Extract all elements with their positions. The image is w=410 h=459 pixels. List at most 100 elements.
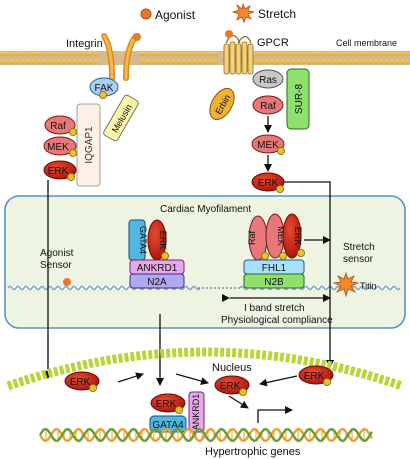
- membrane-lipid: [181, 51, 187, 57]
- membrane-lipid: [212, 51, 218, 57]
- membrane-lipid: [191, 51, 197, 57]
- membrane-lipid: [35, 59, 41, 65]
- membrane-lipid: [82, 51, 88, 57]
- erk-label: ERK: [48, 166, 69, 177]
- membrane-lipid: [150, 51, 156, 57]
- membrane-lipid: [264, 59, 270, 65]
- membrane-lipid: [337, 51, 343, 57]
- membrane-lipid: [259, 51, 265, 57]
- n2b-region: [243, 273, 305, 289]
- membrane-lipid: [41, 59, 47, 65]
- membrane-lipid: [77, 51, 83, 57]
- membrane-lipid: [342, 59, 348, 65]
- membrane-lipid: [191, 59, 197, 65]
- membrane-lipid: [285, 59, 291, 65]
- membrane-lipid: [56, 59, 62, 65]
- mek-label: MEK: [276, 226, 286, 246]
- gata4-label: GATA4: [138, 226, 148, 254]
- gpcr-receptor-icon: [223, 30, 254, 75]
- stretch-starburst-icon: [231, 2, 255, 24]
- membrane-lipid: [30, 51, 36, 57]
- membrane-lipid: [197, 59, 203, 65]
- membrane-lipid: [41, 51, 47, 57]
- cardiac-myofilament-label: Cardiac Myofilament: [160, 204, 251, 215]
- agonist-icon: [133, 33, 141, 41]
- agonist-sensor-label-1: Agonist: [40, 248, 74, 259]
- membrane-lipid: [15, 59, 21, 65]
- phospho-icon: [275, 184, 284, 193]
- membrane-lipid: [77, 59, 83, 65]
- phospho-icon: [99, 91, 108, 100]
- membrane-lipid: [171, 51, 177, 57]
- phospho-icon: [69, 148, 78, 157]
- cell-membrane: Cell membrane: [0, 38, 410, 65]
- membrane-lipid: [353, 51, 359, 57]
- membrane-lipid: [295, 59, 301, 65]
- membrane-lipid: [25, 59, 31, 65]
- membrane-lipid: [259, 59, 265, 65]
- membrane-lipid: [394, 51, 400, 57]
- membrane-lipid: [347, 51, 353, 57]
- membrane-lipid: [295, 51, 301, 57]
- ras-label: Ras: [259, 75, 277, 86]
- membrane-lipid: [4, 59, 10, 65]
- nucleus-label: Nucleus: [212, 362, 252, 374]
- erk-label: ERK: [258, 178, 279, 189]
- membrane-lipid: [269, 59, 275, 65]
- membrane-lipid: [207, 59, 213, 65]
- transcription-arrow-icon: [257, 406, 293, 423]
- i-band-stretch-label: I band stretch: [244, 303, 305, 314]
- agonist-icon: [225, 30, 233, 38]
- erbin-protein: [209, 87, 235, 121]
- integrin-label: Integrin: [66, 38, 103, 50]
- membrane-lipid: [212, 59, 218, 65]
- membrane-lipid: [399, 59, 405, 65]
- membrane-lipid: [87, 59, 93, 65]
- phospho-icon: [276, 146, 285, 155]
- agonist-icon: [63, 278, 71, 286]
- stretch-starburst-icon: [332, 271, 360, 298]
- membrane-lipid: [145, 51, 151, 57]
- membrane-lipid: [373, 59, 379, 65]
- ankrd1-label: ANKRD1: [191, 394, 201, 431]
- membrane-lipid: [275, 51, 281, 57]
- membrane-lipid: [93, 59, 99, 65]
- phospho-icon: [238, 387, 247, 396]
- membrane-lipid: [269, 51, 275, 57]
- integrin-receptor-icon: [101, 33, 141, 81]
- membrane-lipid: [316, 51, 322, 57]
- membrane-lipid: [160, 51, 166, 57]
- membrane-lipid: [72, 59, 78, 65]
- membrane-lipid: [311, 59, 317, 65]
- membrane-lipid: [9, 59, 15, 65]
- membrane-lipid: [139, 59, 145, 65]
- raf-label: Raf: [260, 101, 276, 112]
- membrane-lipid: [358, 59, 364, 65]
- membrane-lipid: [290, 51, 296, 57]
- erk-label: ERK: [70, 377, 91, 388]
- membrane-lipid: [285, 51, 291, 57]
- membrane-lipid: [379, 59, 385, 65]
- membrane-lipid: [321, 59, 327, 65]
- membrane-lipid: [337, 59, 343, 65]
- hypertrophic-genes-label: Hypertrophic genes: [205, 446, 301, 458]
- legend: Agonist Stretch: [140, 2, 296, 24]
- ankrd1-label: ANKRD1: [137, 263, 178, 274]
- membrane-lipid: [186, 59, 192, 65]
- membrane-lipid: [72, 51, 78, 57]
- membrane-lipid: [176, 59, 182, 65]
- mek-label: MEK: [257, 140, 279, 151]
- sur8-protein: [286, 68, 310, 130]
- membrane-lipid: [46, 51, 52, 57]
- mek-protein: [251, 134, 285, 154]
- membrane-lipid: [202, 59, 208, 65]
- membrane-lipid: [186, 51, 192, 57]
- agonist-icon: [140, 8, 152, 20]
- gata4-protein: [149, 415, 187, 433]
- membrane-lipid: [306, 59, 312, 65]
- membrane-lipid: [87, 51, 93, 57]
- membrane-lipid: [368, 59, 374, 65]
- phospho-icon: [89, 383, 98, 392]
- phospho-icon: [160, 251, 169, 260]
- membrane-lipid: [332, 59, 338, 65]
